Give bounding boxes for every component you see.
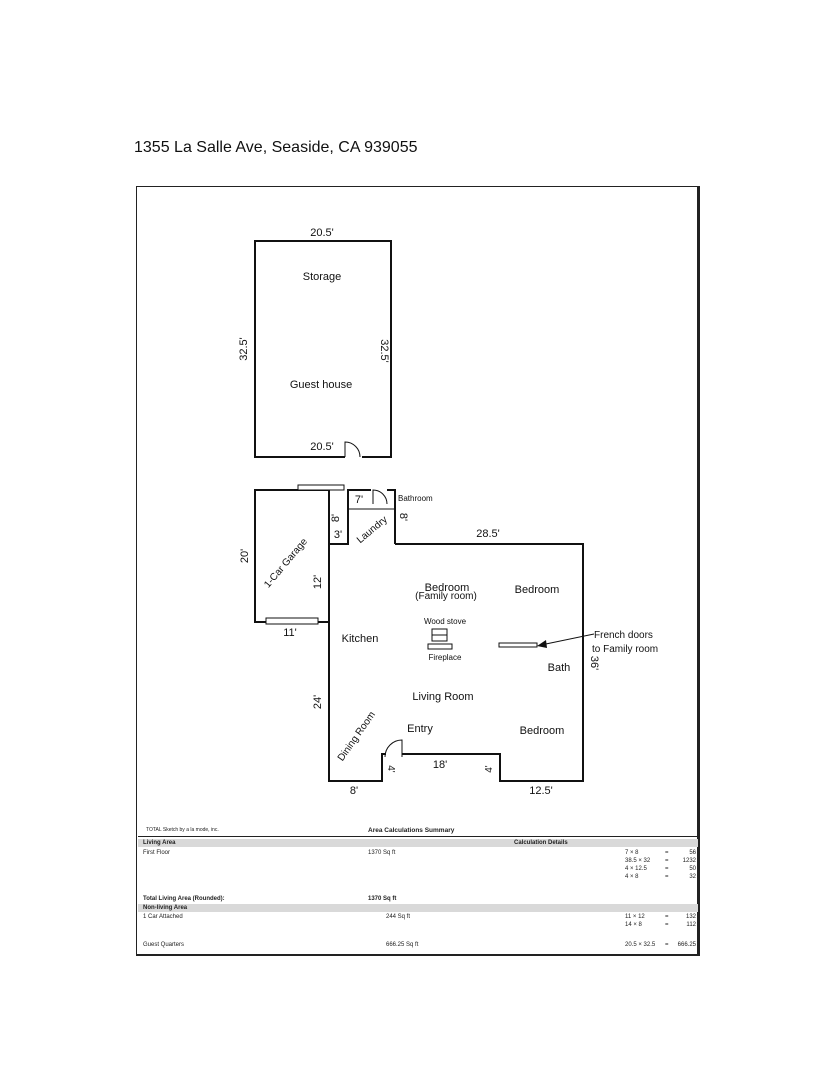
dim-guest-top: 20.5' xyxy=(310,227,334,239)
entry-door-swing xyxy=(384,739,403,758)
room-label-kitchen: Kitchen xyxy=(342,633,379,645)
calc-expr: 11 × 12 xyxy=(625,914,645,920)
summary-rule xyxy=(138,836,698,837)
room-label-guest-house: Guest house xyxy=(290,379,352,391)
garage-door xyxy=(265,617,319,625)
calc-eq: = xyxy=(665,942,669,948)
dim-bottom-8: 8' xyxy=(350,785,358,797)
room-label-bedroom-family: Bedroom xyxy=(425,582,470,594)
callout-arrow-line xyxy=(540,633,595,646)
bath-door-swing xyxy=(372,489,388,505)
fireplace-symbol xyxy=(427,628,453,650)
calc-expr: 38.5 × 32 xyxy=(625,858,651,864)
room-label-entry: Entry xyxy=(407,723,433,735)
dim-bath-7: 7' xyxy=(355,494,363,506)
dim-guest-bottom: 20.5' xyxy=(310,441,334,453)
sketch-sheet xyxy=(136,186,700,956)
calc-val: 50 xyxy=(689,866,696,872)
room-label-family-room: (Family room) xyxy=(415,591,477,602)
first-floor-area: 1370 Sq ft xyxy=(368,850,396,856)
room-label-storage: Storage xyxy=(303,271,342,283)
property-address: 1355 La Salle Ave, Seaside, CA 939055 xyxy=(134,139,418,156)
arrow-icon xyxy=(537,640,547,648)
callout-french-doors-line1: French doors xyxy=(594,630,653,641)
guest-quarters-label: Guest Quarters xyxy=(143,942,185,948)
guest-door-gap xyxy=(345,450,362,462)
calc-val: 666.25 xyxy=(677,942,696,948)
calc-expr: 4 × 12.5 xyxy=(625,866,647,872)
entry-door-gap xyxy=(386,751,402,758)
dim-garage-right: 12' xyxy=(312,575,324,589)
dim-garage-left: 20' xyxy=(239,549,251,563)
calc-val: 132 xyxy=(685,914,696,920)
french-doors-symbol xyxy=(498,642,538,648)
garage-window xyxy=(297,484,345,491)
calc-expr: 20.5 × 32.5 xyxy=(625,942,656,948)
label-fireplace: Fireplace xyxy=(429,653,462,662)
room-label-garage: 1-Car Garage xyxy=(262,536,310,590)
living-area-header-row: Living Area Calculation Details xyxy=(138,839,698,847)
calc-val: 56 xyxy=(689,850,696,856)
calc-expr: 14 × 8 xyxy=(625,922,642,928)
guest-door-swing xyxy=(344,441,361,458)
garage-area-label: 1 Car Attached xyxy=(143,914,183,920)
guest-quarters-area: 666.25 Sq ft xyxy=(386,942,419,948)
main-house-outline xyxy=(328,543,584,782)
total-living-value: 1370 Sq ft xyxy=(368,896,397,902)
dim-west-24: 24' xyxy=(312,695,324,709)
calc-val: 112 xyxy=(686,922,696,928)
dim-house-right: 36' xyxy=(588,656,600,670)
dim-step-4-right: 4' xyxy=(484,765,495,773)
bath-laundry-outline xyxy=(329,489,396,545)
sketch-credit: TOTAL Sketch by a la mode, inc. xyxy=(146,827,219,833)
room-label-bathroom: Bathroom xyxy=(398,494,433,503)
room-label-dining-room: Dining Room xyxy=(336,710,378,764)
calc-eq: = xyxy=(665,874,669,880)
calc-eq: = xyxy=(665,922,669,928)
summary-title: Area Calculations Summary xyxy=(368,827,455,834)
calc-eq: = xyxy=(665,914,669,920)
calc-expr: 4 × 8 xyxy=(625,874,639,880)
nonliving-area-header-row: Non-living Area xyxy=(138,904,698,912)
calc-expr: 7 × 8 xyxy=(625,850,639,856)
guest-house-outline xyxy=(254,240,392,458)
dim-3: 3' xyxy=(334,529,342,541)
room-label-bedroom-ne: Bedroom xyxy=(515,584,560,596)
room-label-living-room: Living Room xyxy=(412,691,473,703)
dim-guest-left: 32.5' xyxy=(238,337,250,361)
room-label-laundry: Laundry xyxy=(355,514,390,546)
dim-step-4-left: 4' xyxy=(385,765,396,773)
label-wood-stove: Wood stove xyxy=(424,617,467,626)
calc-val: 1232 xyxy=(682,858,696,864)
room-label-bath: Bath xyxy=(548,662,571,674)
room-label-bedroom-se: Bedroom xyxy=(520,725,565,737)
dim-guest-right: 32.5' xyxy=(378,339,390,363)
calc-eq: = xyxy=(665,858,669,864)
dim-garage-bottom: 11' xyxy=(283,627,297,639)
dim-house-top: 28.5' xyxy=(476,528,500,540)
garage-area-value: 244 Sq ft xyxy=(386,914,411,920)
callout-french-doors-line2: to Family room xyxy=(592,644,658,655)
dim-bottom-12-5: 12.5' xyxy=(529,785,553,797)
nonliving-area-header: Non-living Area xyxy=(143,905,188,911)
dim-8-right: 8' xyxy=(397,513,409,521)
calc-eq: = xyxy=(665,866,669,872)
calc-val: 32 xyxy=(689,874,696,880)
first-floor-label: First Floor xyxy=(143,850,170,856)
calc-eq: = xyxy=(665,850,669,856)
living-area-header: Living Area xyxy=(143,840,176,846)
calc-details-header: Calculation Details xyxy=(514,840,568,846)
bath-door-gap xyxy=(371,486,387,494)
dim-8-left: 8' xyxy=(330,514,342,522)
dim-front-18: 18' xyxy=(433,759,447,771)
total-living-label: Total Living Area (Rounded): xyxy=(143,896,225,902)
